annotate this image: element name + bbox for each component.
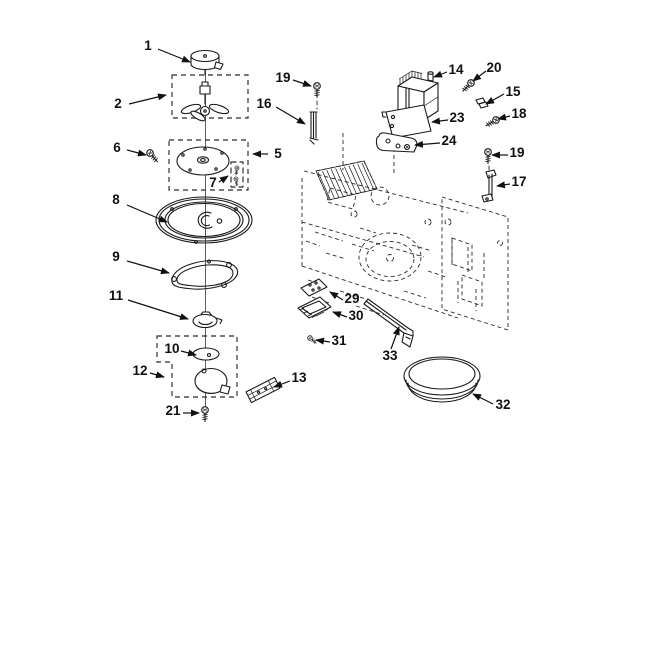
part-oven-cavity-chassis: [301, 127, 509, 331]
callout-29: 29: [329, 291, 360, 306]
part-support-rod: [309, 111, 319, 145]
callout-9-label: 9: [112, 249, 120, 264]
callout-2: 2: [114, 93, 167, 111]
callout-17-label: 17: [511, 174, 526, 189]
callout-32-label: 32: [495, 397, 510, 412]
callout-19-right: 19: [491, 145, 525, 160]
callout-8-label: 8: [112, 192, 120, 207]
part-screw-6: [144, 147, 161, 165]
callout-23: 23: [431, 110, 465, 125]
callout-16: 16: [256, 96, 306, 125]
callout-29-label: 29: [344, 291, 359, 306]
callout-17: 17: [496, 174, 527, 189]
callout-15-label: 15: [505, 84, 521, 99]
callouts: 1 2 6 5 7 8 9 11 10 12 21 13 19 16 14 20…: [109, 38, 527, 418]
part-support-bar: [363, 298, 414, 348]
callout-10: 10: [164, 341, 197, 357]
part-terminal-board: [245, 376, 281, 404]
callout-23-label: 23: [449, 110, 465, 125]
part-waveguide-cover-30: [297, 296, 332, 319]
part-screw-21: [201, 406, 209, 423]
callout-33: 33: [382, 326, 400, 363]
callout-30: 30: [332, 308, 364, 323]
callout-19-left: 19: [275, 70, 312, 87]
callout-6: 6: [113, 140, 147, 157]
vent-hatch: [315, 160, 378, 201]
callout-24-label: 24: [441, 133, 457, 148]
callout-14-label: 14: [448, 62, 464, 77]
callout-19-left-label: 19: [275, 70, 290, 85]
part-roller-guide-ring: [171, 259, 239, 290]
callout-7: 7: [209, 175, 229, 190]
callout-9: 9: [112, 249, 170, 275]
part-turntable-tray-ring: [155, 196, 253, 244]
callout-21-label: 21: [165, 403, 181, 418]
callout-20: 20: [472, 60, 502, 82]
callout-31: 31: [315, 333, 347, 348]
callout-11: 11: [109, 288, 189, 320]
callout-12-label: 12: [132, 363, 147, 378]
callout-5-label: 5: [274, 146, 282, 161]
callout-21: 21: [165, 403, 200, 418]
part-coupler-disc: [192, 347, 220, 361]
callout-24: 24: [414, 133, 457, 148]
part-turntable-motor-assembly: [156, 335, 238, 398]
callout-32: 32: [472, 393, 511, 412]
callout-33-label: 33: [382, 348, 398, 363]
callout-8: 8: [112, 192, 168, 223]
callout-19-right-label: 19: [509, 145, 524, 160]
part-stirrer-blade-assembly: [171, 74, 249, 122]
callout-30-label: 30: [348, 308, 363, 323]
part-screw-31: [306, 334, 319, 346]
part-mounting-bracket-17: [481, 169, 497, 203]
callout-18-label: 18: [511, 106, 527, 121]
callout-11-label: 11: [109, 288, 124, 303]
callout-2-label: 2: [114, 96, 122, 111]
part-mounting-plate: [375, 132, 418, 153]
part-turntable-coupler: [192, 311, 223, 329]
callout-18: 18: [497, 106, 527, 121]
callout-14: 14: [433, 62, 464, 78]
callout-12: 12: [132, 363, 165, 379]
part-screw-19-right: [484, 148, 492, 173]
part-glass-turntable-tray: [403, 356, 481, 403]
callout-13: 13: [273, 370, 307, 388]
callout-31-label: 31: [331, 333, 347, 348]
part-retaining-clip-15: [475, 97, 489, 109]
callout-5: 5: [252, 146, 282, 161]
callout-10-label: 10: [164, 341, 179, 356]
part-stirrer-plate-assembly: [168, 139, 249, 191]
part-screw-kit-7: [230, 161, 244, 188]
callout-16-label: 16: [256, 96, 272, 111]
callout-1: 1: [144, 38, 191, 63]
part-cover-plate: [381, 104, 432, 139]
callout-20-label: 20: [486, 60, 501, 75]
callout-1-label: 1: [144, 38, 152, 53]
part-stirrer-motor: [190, 49, 224, 76]
callout-6-label: 6: [113, 140, 121, 155]
callout-15: 15: [485, 84, 521, 105]
callout-7-label: 7: [209, 175, 217, 190]
part-screw-18: [483, 114, 502, 130]
part-terminal-plate-29: [300, 278, 328, 297]
part-screw-19-left: [313, 82, 321, 110]
callout-13-label: 13: [291, 370, 307, 385]
